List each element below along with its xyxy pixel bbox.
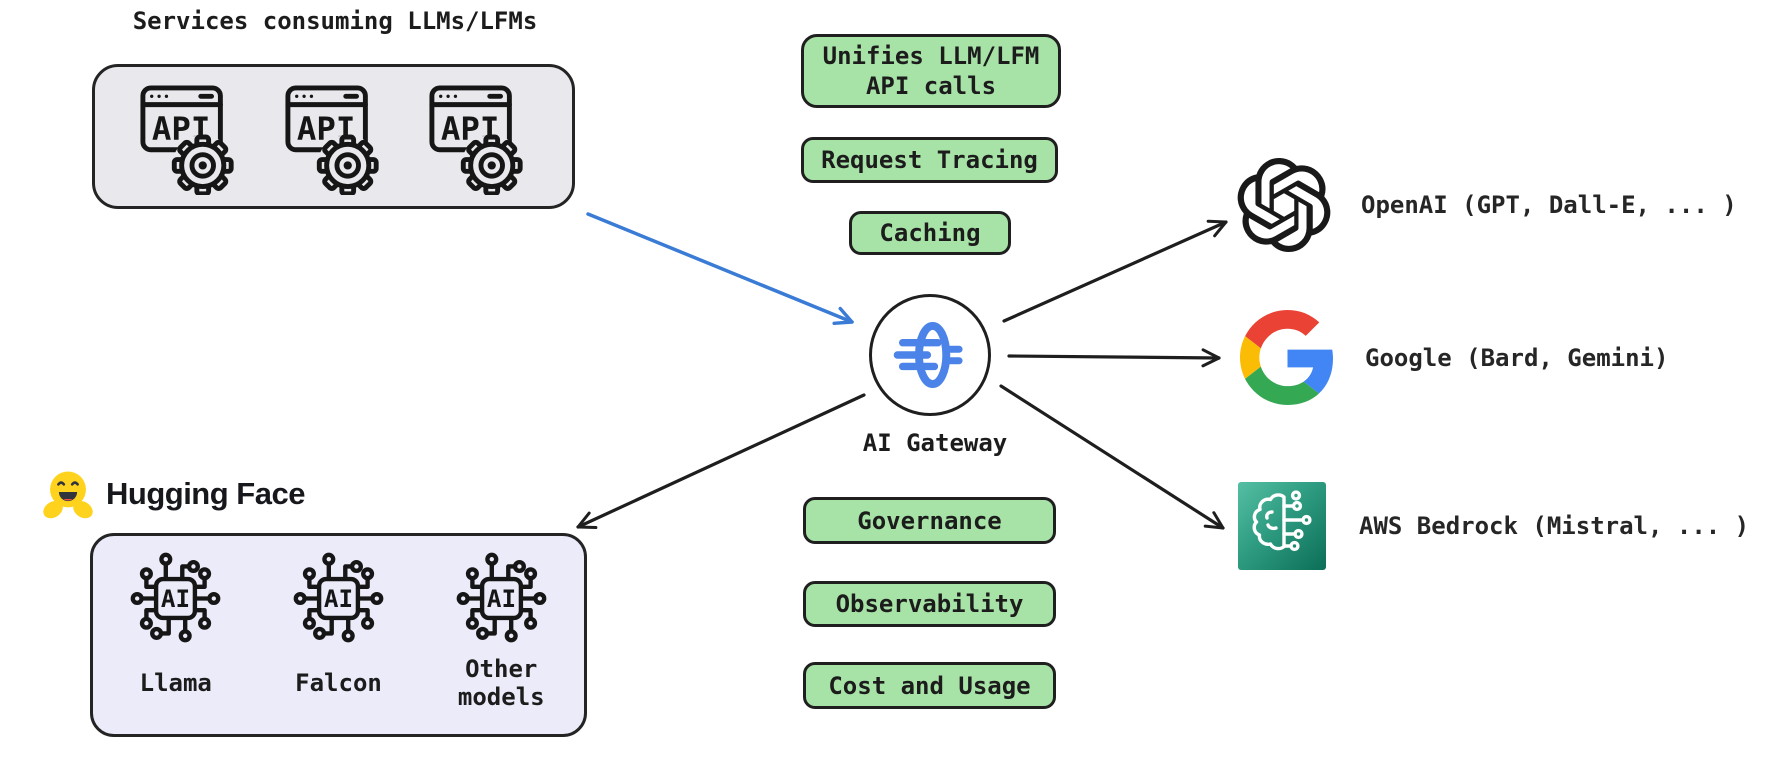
ai-gateway-icon — [893, 322, 963, 388]
chip-text: AI — [324, 584, 353, 613]
provider-label-bedrock: AWS Bedrock (Mistral, ... ) — [1359, 512, 1750, 540]
services-title: Services consuming LLMs/LFMs — [132, 7, 538, 35]
provider-label-google: Google (Bard, Gemini) — [1365, 343, 1669, 372]
provider-label-openai: OpenAI (GPT, Dall-E, ... ) — [1361, 191, 1737, 219]
openai-logo-icon — [1237, 158, 1331, 252]
feature-pill-cost-and-usage: Cost and Usage — [803, 662, 1056, 709]
model-cell-falcon: AI Falcon — [259, 550, 419, 721]
feature-pill-request-tracing: Request Tracing — [801, 137, 1058, 183]
model-cell-llama: AI Llama — [96, 550, 256, 721]
feature-pill-unifies-api-calls: Unifies LLM/LFM API calls — [801, 34, 1061, 108]
chip-text: AI — [161, 584, 190, 613]
gear-icon — [171, 134, 234, 195]
ai-chip-icon: AI — [293, 552, 384, 643]
services-box: API — [92, 64, 575, 209]
api-window-gear-icon: API — [140, 85, 234, 195]
huggingface-box: AI Llama AI — [90, 533, 587, 737]
huggingface-header: Hugging Face — [42, 466, 305, 522]
model-label-llama: Llama — [139, 669, 212, 698]
hugging-face-emoji-icon — [43, 471, 93, 519]
ai-gateway-node — [869, 294, 991, 416]
feature-pill-observability: Observability — [803, 581, 1056, 627]
arrow-gateway-to-bedrock — [999, 384, 1225, 530]
ai-chip-icon: AI — [130, 552, 221, 643]
arrow-gateway-to-huggingface — [576, 393, 866, 530]
feature-pill-caching: Caching — [849, 211, 1011, 255]
provider-row-google: Google (Bard, Gemini) — [1240, 310, 1668, 405]
gear-icon — [461, 134, 523, 195]
aws-bedrock-logo-icon — [1238, 482, 1326, 570]
huggingface-title: Hugging Face — [106, 476, 305, 511]
model-cell-other: AI Other models — [421, 550, 581, 721]
api-window-gear-icon: API — [284, 85, 379, 195]
ai-gateway-label: AI Gateway — [862, 429, 1008, 457]
api-window-gear-icon: API — [429, 85, 523, 195]
arrow-services-to-gateway — [586, 212, 854, 326]
arrow-gateway-to-google — [1007, 348, 1221, 368]
provider-row-openai: OpenAI (GPT, Dall-E, ... ) — [1237, 158, 1737, 252]
model-label-falcon: Falcon — [295, 669, 382, 698]
model-label-other: Other models — [457, 655, 545, 711]
ai-chip-icon: AI — [456, 552, 547, 643]
google-logo-icon — [1240, 310, 1333, 405]
gear-icon — [316, 134, 379, 195]
chip-text: AI — [487, 584, 516, 613]
provider-row-bedrock: AWS Bedrock (Mistral, ... ) — [1238, 482, 1749, 570]
arrow-gateway-to-openai — [1002, 219, 1228, 323]
feature-pill-governance: Governance — [803, 497, 1056, 544]
